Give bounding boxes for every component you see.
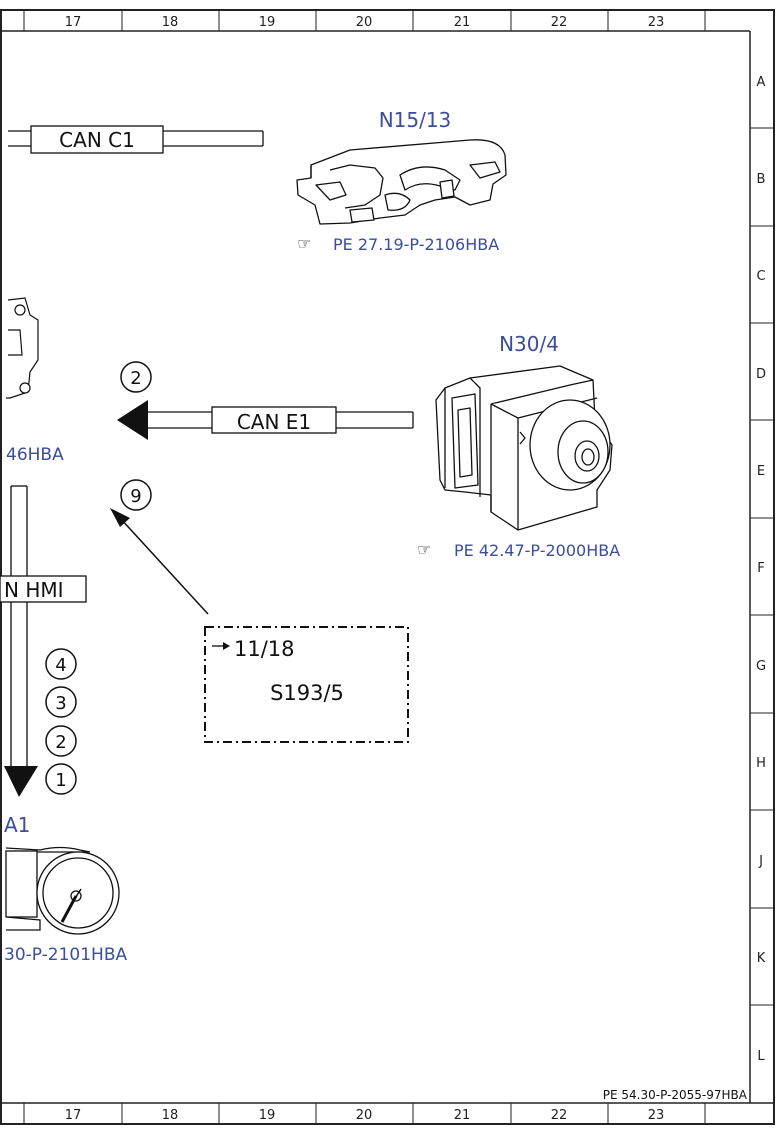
n30-4-module-icon: [435, 365, 613, 531]
right-row-labels: A B C D E F G H J K L: [756, 75, 766, 1064]
col-label: 18: [162, 15, 179, 30]
outer-frame: [0, 9, 775, 1125]
can-e1-arrow-head: [117, 400, 148, 440]
n15-13-ref[interactable]: ☞ PE 27.19-P-2106HBA: [297, 234, 499, 254]
col-label: 19: [259, 1108, 276, 1123]
row-label: D: [756, 367, 766, 382]
row-label: G: [756, 659, 766, 674]
row-label: J: [758, 854, 763, 869]
row-label: F: [757, 561, 764, 576]
row-label: A: [757, 75, 766, 90]
top-column-labels: 17 18 19 20 21 22 23: [65, 15, 665, 30]
marker-4: 4: [45, 648, 77, 680]
col-label: 17: [65, 1108, 82, 1123]
hand-pointer-icon: ☞: [297, 234, 311, 253]
can-c1-label: CAN C1: [59, 128, 135, 152]
left-partial-ref-link[interactable]: 46HBA: [6, 445, 64, 465]
cluster-label: A1: [4, 813, 30, 837]
col-label: 20: [356, 1108, 373, 1123]
s193-5-ref[interactable]: 11/18: [234, 637, 295, 661]
can-hmi-label-box: [0, 575, 87, 603]
marker-3: 3: [45, 686, 77, 718]
hand-pointer-icon: ☞: [417, 540, 431, 559]
svg-text:1: 1: [55, 770, 66, 791]
row-label: C: [756, 269, 765, 284]
can-hmi-arrow-head: [4, 766, 38, 797]
top-column-separators: [23, 10, 706, 31]
row-label: B: [757, 172, 766, 187]
col-label: 19: [259, 15, 276, 30]
can-c1-label-box: [30, 125, 164, 154]
n15-13-module-icon: [296, 139, 507, 225]
svg-text:9: 9: [130, 486, 141, 507]
svg-text:2: 2: [130, 368, 141, 389]
row-label: L: [757, 1049, 765, 1064]
s193-5-label: S193/5: [270, 681, 344, 705]
ref-arrow-icon: [223, 642, 230, 650]
bottom-column-labels: 17 18 19 20 21 22 23: [65, 1108, 665, 1123]
col-label: 20: [356, 15, 373, 30]
col-label: 21: [454, 15, 471, 30]
n15-13-label: N15/13: [379, 108, 452, 132]
n30-4-label: N30/4: [499, 332, 559, 356]
bottom-column-separators: [23, 1103, 706, 1124]
marker-9-arrow: [110, 508, 209, 615]
col-label: 23: [648, 15, 665, 30]
col-label: 18: [162, 1108, 179, 1123]
col-label: 17: [65, 15, 82, 30]
cluster-ref-link[interactable]: 30-P-2101HBA: [4, 945, 127, 965]
can-hmi-bus: N HMI: [0, 485, 87, 797]
col-label: 23: [648, 1108, 665, 1123]
n30-4-ref-link[interactable]: PE 42.47-P-2000HBA: [454, 541, 620, 560]
svg-text:2: 2: [55, 732, 66, 753]
svg-text:3: 3: [55, 693, 66, 714]
can-c1-bus: CAN C1: [8, 125, 264, 154]
can-e1-label-box: [211, 406, 337, 434]
n15-13-ref-link[interactable]: PE 27.19-P-2106HBA: [333, 235, 499, 254]
col-label: 22: [551, 1108, 568, 1123]
row-label: H: [756, 756, 766, 771]
can-e1-label: CAN E1: [237, 410, 311, 434]
col-label: 22: [551, 15, 568, 30]
svg-text:4: 4: [55, 655, 66, 676]
left-partial-module-icon: [6, 297, 39, 399]
s193-5-box: 11/18 S193/5: [204, 626, 409, 743]
instrument-cluster-icon: [5, 846, 120, 935]
marker-2-low: 2: [45, 725, 77, 757]
can-hmi-label: N HMI: [4, 578, 64, 602]
can-e1-bus: CAN E1: [117, 400, 414, 440]
marker-1: 1: [45, 763, 77, 795]
marker-9: 9: [120, 479, 152, 511]
n30-4-ref[interactable]: ☞ PE 42.47-P-2000HBA: [417, 540, 620, 560]
row-label: E: [757, 464, 765, 479]
row-label: K: [757, 951, 766, 966]
marker-2-top: 2: [120, 361, 152, 393]
document-id: PE 54.30-P-2055-97HBA: [603, 1088, 748, 1102]
col-label: 21: [454, 1108, 471, 1123]
right-row-separators: [750, 127, 774, 1006]
